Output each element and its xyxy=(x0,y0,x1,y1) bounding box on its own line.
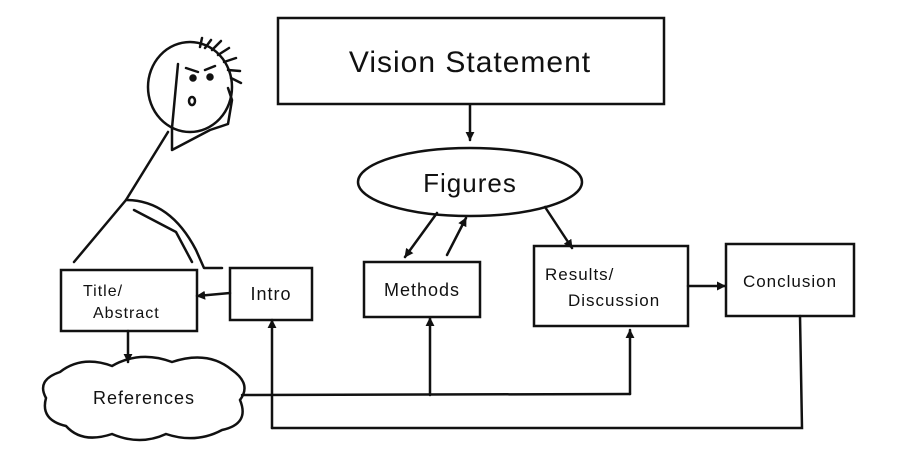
references-cloud xyxy=(41,355,246,442)
node-title-abstract: Title/ Abstract xyxy=(59,268,199,333)
figure-brows xyxy=(184,64,217,74)
arrow-methods-to-figures xyxy=(445,216,468,257)
figure-legs xyxy=(72,198,224,270)
methods-label: Methods xyxy=(384,280,460,300)
node-conclusion: Conclusion xyxy=(724,242,856,318)
line-conclusion-loop xyxy=(270,314,804,430)
node-results-discussion: Results/ Discussion xyxy=(532,244,690,328)
figure-mouth xyxy=(187,95,197,107)
intro-label: Intro xyxy=(250,284,291,304)
results-label: Results/ xyxy=(545,265,614,284)
figures-label: Figures xyxy=(423,168,517,198)
intro-box xyxy=(228,266,314,322)
node-vision-statement: Vision Statement xyxy=(276,16,666,106)
worried-stick-figure-icon xyxy=(72,36,243,270)
conclusion-box xyxy=(724,242,856,318)
line-references-feedback xyxy=(240,392,632,397)
node-figures: Figures xyxy=(356,146,584,218)
figure-eye-left xyxy=(189,74,197,82)
figures-ellipse xyxy=(356,146,584,218)
connectors xyxy=(123,103,804,430)
vision-statement-label: Vision Statement xyxy=(349,46,591,79)
title-label: Title/ xyxy=(83,283,123,300)
vision-statement-box xyxy=(276,16,666,106)
figure-hair xyxy=(198,36,243,85)
node-intro: Intro xyxy=(228,266,314,322)
figure-eye-right xyxy=(206,73,214,81)
title-abstract-box xyxy=(59,268,199,333)
arrow-figures-to-results xyxy=(543,205,574,250)
figure-body xyxy=(124,130,170,202)
node-references: References xyxy=(41,355,246,442)
abstract-label: Abstract xyxy=(93,305,160,322)
methods-box xyxy=(362,260,482,319)
figure-head xyxy=(146,40,234,134)
node-methods: Methods xyxy=(362,260,482,319)
discussion-label: Discussion xyxy=(568,291,660,310)
figure-arm xyxy=(170,62,234,152)
arrow-intro-to-title xyxy=(195,290,232,300)
references-label: References xyxy=(93,388,195,408)
conclusion-label: Conclusion xyxy=(743,272,837,291)
arrow-figures-to-methods xyxy=(403,211,439,259)
results-discussion-box xyxy=(532,244,690,328)
